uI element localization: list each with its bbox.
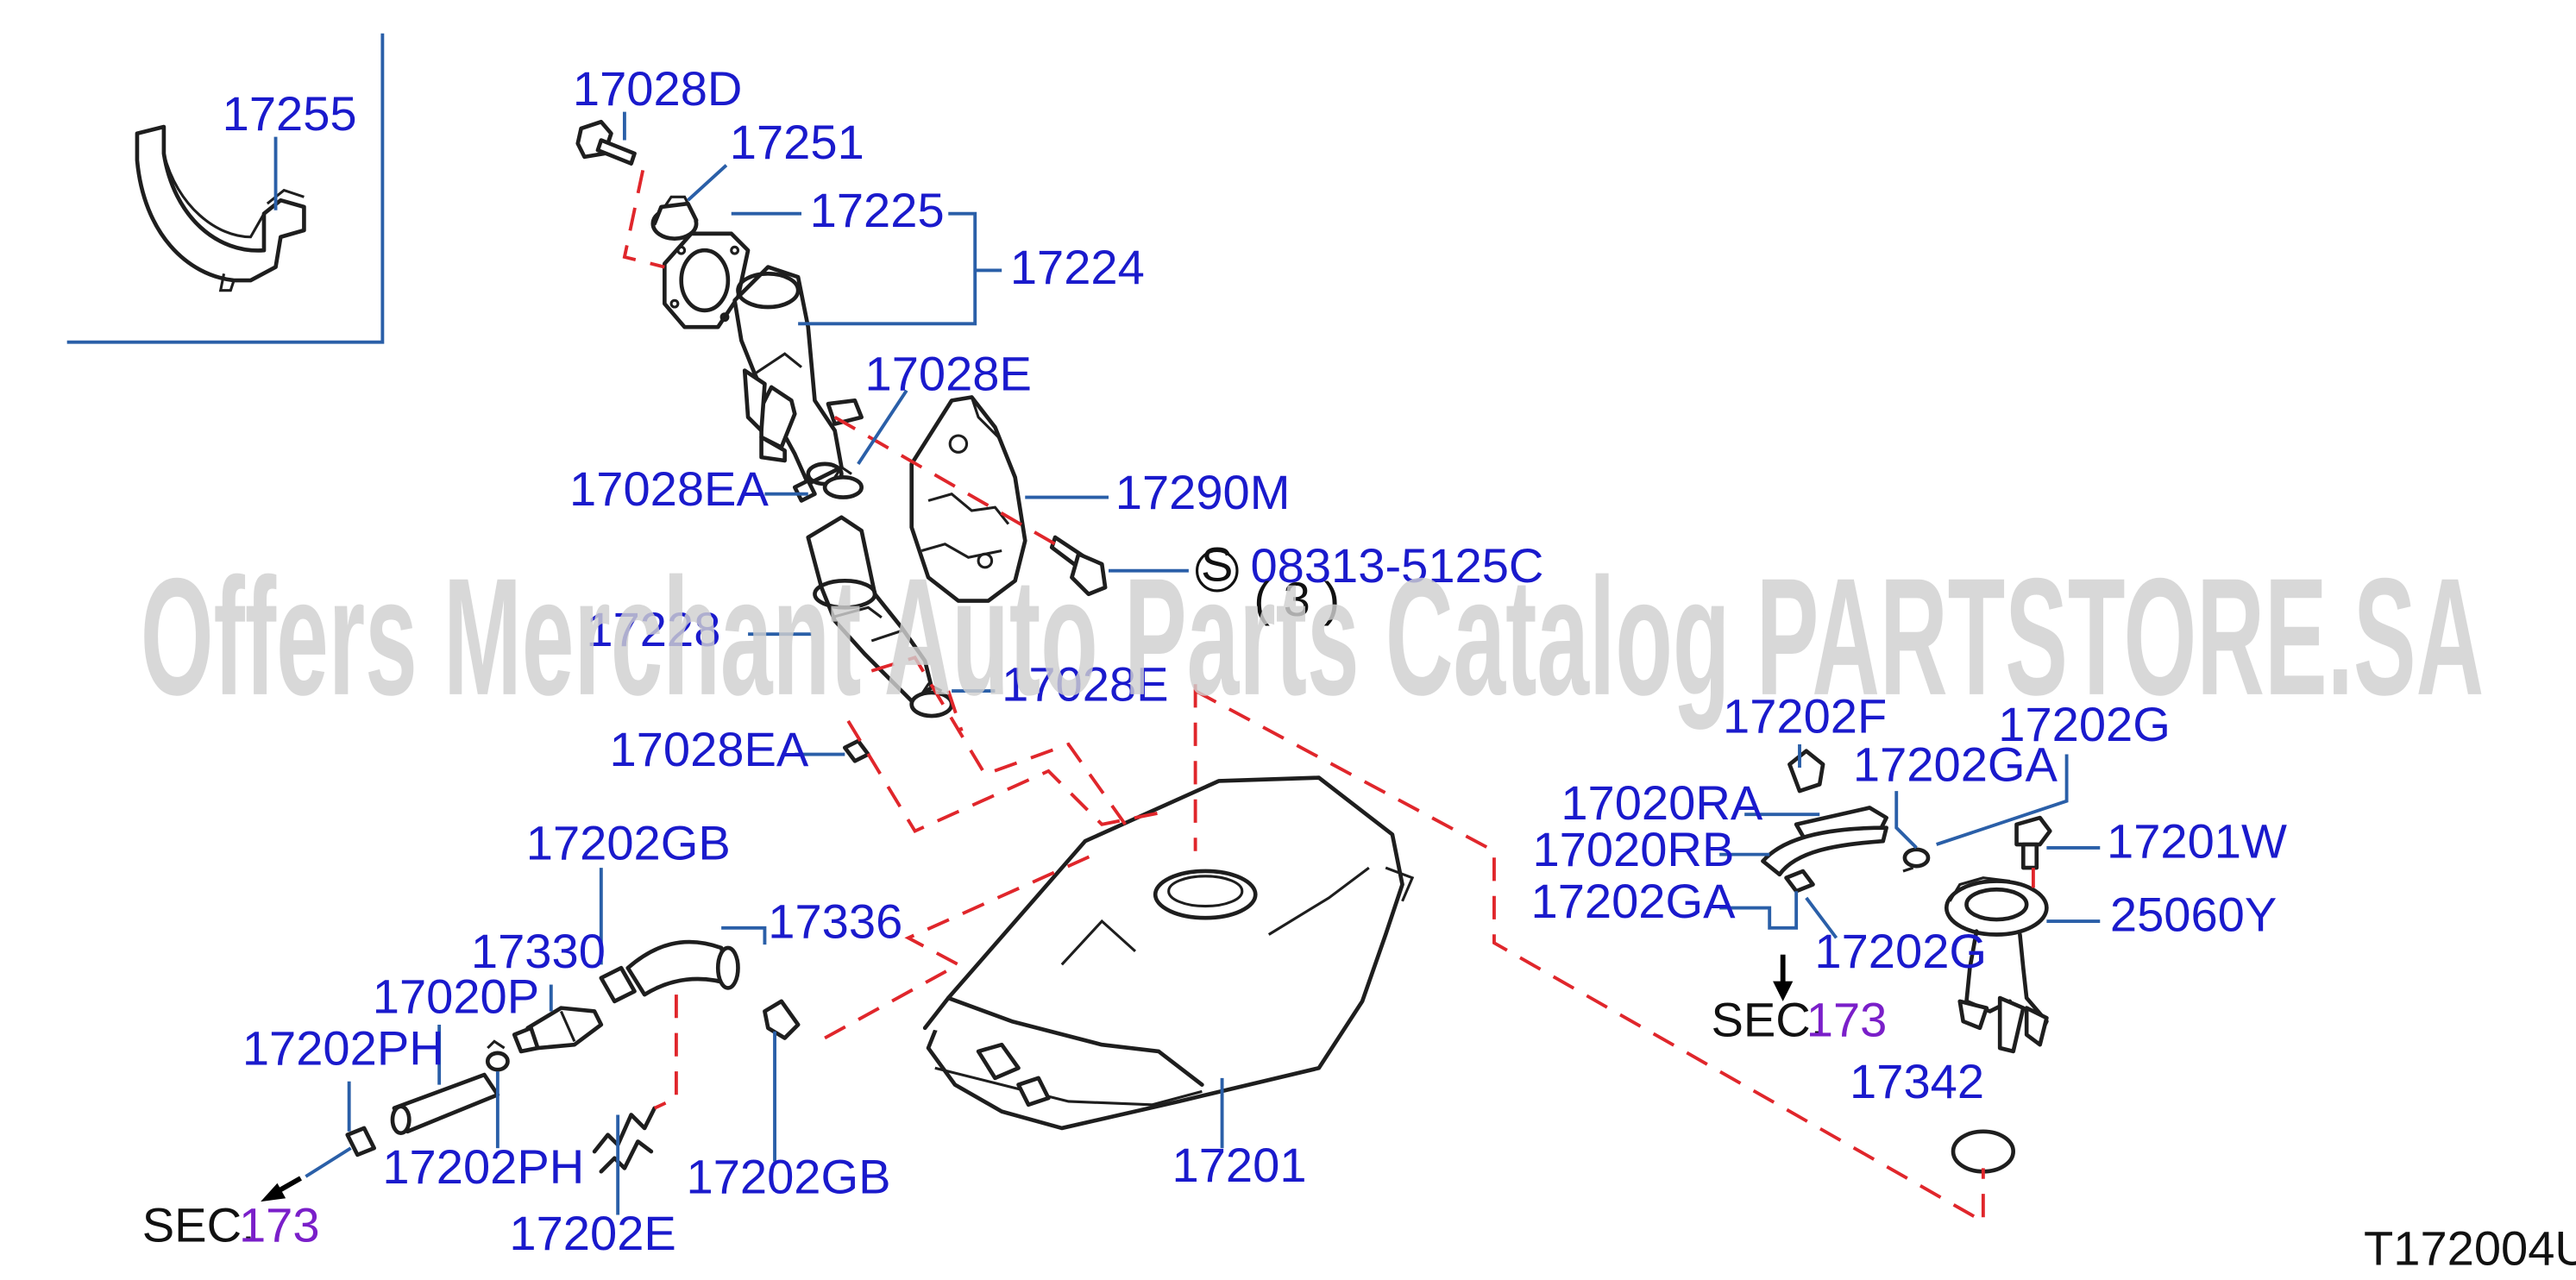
screw-08313-drawing	[1049, 535, 1108, 597]
part-label-17202GA-bot[interactable]: 17202GA	[1531, 874, 1737, 928]
part-label-17028E-top[interactable]: 17028E	[865, 347, 1032, 401]
part-label-17201W[interactable]: 17201W	[2107, 813, 2287, 868]
section-reference-left: SEC. 173	[142, 1197, 320, 1252]
bolt-17028D-drawing	[575, 119, 637, 166]
sec-link[interactable]: 173	[239, 1197, 320, 1252]
part-label-17202PH-right[interactable]: 17202PH	[382, 1139, 584, 1194]
part-label-17020RA[interactable]: 17020RA	[1561, 775, 1762, 830]
part-label-17028EA-top[interactable]: 17028EA	[569, 461, 769, 516]
sender-unit-25060Y-drawing	[1944, 876, 2049, 1054]
part-label-17290M[interactable]: 17290M	[1115, 465, 1291, 519]
part-label-17202GB-top[interactable]: 17202GB	[526, 815, 731, 869]
clip-17028EA-mid-drawing	[842, 738, 870, 763]
screw-quantity: ( 3 )	[1253, 572, 1340, 626]
circled-s-icon: S	[1196, 536, 1239, 593]
fuel-tank-17201-drawing	[922, 775, 1415, 1131]
part-label-17202G-top[interactable]: 17202G	[1998, 697, 2171, 751]
clamp-17028E-top-drawing	[822, 465, 864, 499]
part-label-17020RB[interactable]: 17020RB	[1532, 822, 1734, 876]
plug-17342-drawing	[1951, 1129, 2015, 1174]
fuel-filter-17330-drawing	[512, 1006, 604, 1054]
screw-part-number[interactable]: 08313-5125C	[1250, 538, 1543, 593]
assembly-dashed-lines	[622, 169, 2035, 1225]
section-reference-right: SEC. 173	[1711, 993, 1887, 1047]
part-labels: 17255 17028D 17251 17225 17224 17028E 17…	[223, 61, 2287, 1260]
filler-cap-17251-drawing	[650, 195, 699, 241]
inset-frame	[66, 33, 385, 344]
part-label-17020P[interactable]: 17020P	[373, 969, 539, 1023]
part-label-17251[interactable]: 17251	[730, 115, 864, 169]
sec-link[interactable]: 173	[1806, 993, 1888, 1047]
leader-lines	[273, 111, 2101, 1215]
hoses-17020RA-RB-drawing	[1761, 749, 1888, 894]
part-label-17202PH-left[interactable]: 17202PH	[242, 1020, 444, 1075]
part-label-17342[interactable]: 17342	[1850, 1054, 1984, 1108]
diagram-code: T172004U	[2364, 1221, 2576, 1276]
screw-callout: S 08313-5125C ( 3 )	[1196, 536, 1543, 626]
bracket-17255-drawing	[135, 124, 306, 292]
part-label-17330[interactable]: 17330	[471, 924, 606, 978]
arrow-icon	[261, 1176, 302, 1202]
hose-17020P-drawing	[390, 1072, 500, 1136]
hose-17336-drawing	[599, 939, 801, 1040]
clip-17202GA-top-drawing	[1902, 847, 1931, 873]
part-label-17202F[interactable]: 17202F	[1723, 688, 1887, 743]
bolt-17201W-drawing	[2014, 815, 2052, 870]
part-label-17225[interactable]: 17225	[810, 183, 945, 237]
part-label-17224[interactable]: 17224	[1010, 240, 1145, 294]
clip-17202PH-left-drawing	[345, 1126, 377, 1158]
part-label-17201[interactable]: 17201	[1172, 1138, 1307, 1192]
part-label-17336[interactable]: 17336	[768, 894, 902, 948]
part-label-17255[interactable]: 17255	[223, 86, 357, 141]
sec-prefix: SEC.	[1711, 993, 1824, 1047]
part-label-17028EA-mid[interactable]: 17028EA	[609, 722, 808, 776]
heat-shield-17290M-drawing	[909, 395, 1027, 603]
part-label-17228[interactable]: 17228	[586, 602, 720, 656]
line-17202E-drawing	[592, 1106, 657, 1174]
part-label-17202E[interactable]: 17202E	[509, 1206, 675, 1260]
part-label-25060Y[interactable]: 25060Y	[2110, 888, 2277, 942]
svg-text:S: S	[1201, 536, 1233, 591]
part-label-17202GA-top[interactable]: 17202GA	[1853, 737, 2058, 791]
part-label-17028D[interactable]: 17028D	[573, 61, 742, 116]
arrow-icon	[1773, 954, 1794, 1001]
clip-17028EA-top-drawing	[792, 478, 817, 503]
filler-tube-17224-drawing	[732, 265, 864, 486]
part-label-17028E-mid[interactable]: 17028E	[1002, 657, 1168, 712]
watermark-text: Offers Merchant Auto Parts Catalog PARTS…	[141, 544, 2484, 731]
clip-17202PH-right-drawing	[485, 1039, 510, 1072]
part-label-17202GB-bot[interactable]: 17202GB	[687, 1149, 891, 1203]
part-label-17202G-bot[interactable]: 17202G	[1814, 924, 1987, 978]
sec-prefix: SEC.	[142, 1197, 255, 1252]
